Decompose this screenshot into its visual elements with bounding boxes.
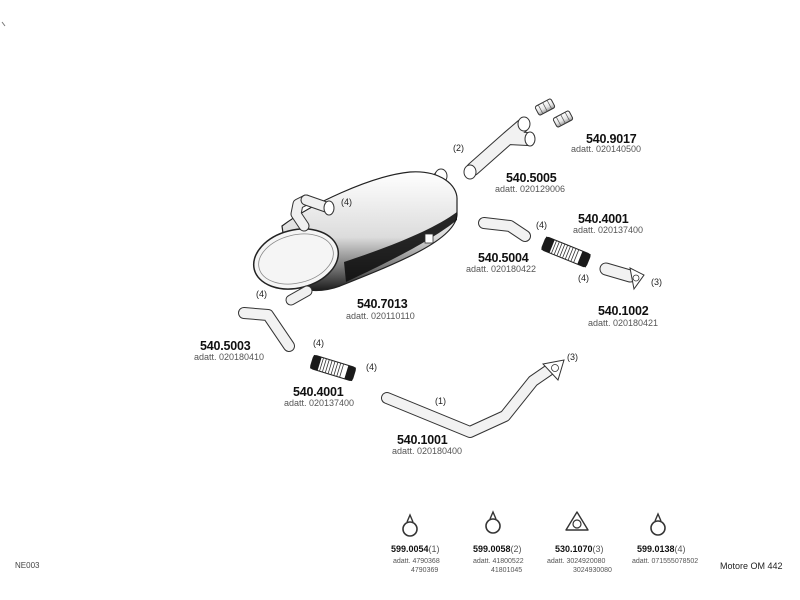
part-number-540-4001-right: 540.4001 [578,212,629,226]
elbow-pipe-540-5004 [478,217,531,242]
qty-540-4001-left-right: (4) [366,362,377,372]
part-ref-540-5005: adatt. 020129006 [495,184,566,194]
part-number-540-5005: 540.5005 [506,171,557,185]
flex-pipe-540-4001-left [309,354,357,382]
qty-540-5005: (2) [453,143,464,153]
flex-pipe-540-4001-right [541,236,591,268]
part-number-540-5003: 540.5003 [200,339,251,353]
hardware-ref2-530-1070: 3024930080 [573,567,612,574]
clamp-icon-599-0058 [485,510,501,534]
qty-540-7013: (4) [341,197,352,207]
qty-540-4001-left: (4) [313,338,324,348]
hardware-599-0054: 599.0054(1) [391,544,440,554]
part-number-540-9017: 540.9017 [586,132,637,146]
hardware-ref-530-1070: adatt. 3024920080 [547,558,606,565]
muffler-540-7013 [252,168,458,306]
hardware-ref-599-0138: adatt. 071555078502 [632,558,699,565]
part-number-540-7013: 540.7013 [357,297,408,311]
qty-540-5004-elbow: (4) [536,220,547,230]
qty-540-1001: (1) [435,396,446,406]
qty-flange-540-1001: (3) [567,352,578,362]
diagram-code: NE003 [15,561,40,570]
engine-label: Motore OM 442 [720,561,783,571]
part-ref-540-4001-left: adatt. 020137400 [284,398,355,408]
part-ref-540-5003: adatt. 020180410 [194,352,265,362]
part-number-540-1001: 540.1001 [397,433,448,447]
sleeve-pair-540-9017 [534,98,574,128]
qty-540-1002: (3) [651,277,662,287]
clamp-icon-599-0138 [650,512,666,536]
part-number-540-4001-left: 540.4001 [293,385,344,399]
hardware-ref-599-0058: adatt. 41800522 [473,558,524,565]
qty-540-5003: (4) [256,289,267,299]
clamp-icon-599-0054 [402,513,418,537]
part-number-540-5004: 540.5004 [478,251,529,265]
hardware-599-0058: 599.0058(2) [473,544,522,554]
part-ref-540-1002: adatt. 020180421 [588,318,659,328]
part-number-540-1002: 540.1002 [598,304,649,318]
hardware-599-0138: 599.0138(4) [637,544,686,554]
part-ref-540-1001: adatt. 020180400 [392,446,463,456]
hardware-ref-599-0054: adatt. 4790368 [393,558,440,565]
y-pipe-540-5005 [463,116,536,180]
qty-540-4001-right: (4) [578,273,589,283]
gasket-icon-530-1070 [565,511,589,531]
part-ref-540-7013: adatt. 020110110 [346,311,415,321]
front-pipe-540-1001 [381,359,565,438]
flange-pipe-540-1002 [599,262,645,291]
part-ref-540-5004: adatt. 020180422 [466,264,537,274]
bent-pipe-540-5003 [238,307,295,352]
hardware-ref2-599-0054: 4790369 [411,567,439,574]
part-ref-540-4001-right: adatt. 020137400 [573,225,644,235]
hardware-ref2-599-0058: 41801045 [491,567,523,574]
hardware-530-1070: 530.1070(3) [555,544,604,554]
part-ref-540-9017: adatt. 020140500 [571,144,642,154]
